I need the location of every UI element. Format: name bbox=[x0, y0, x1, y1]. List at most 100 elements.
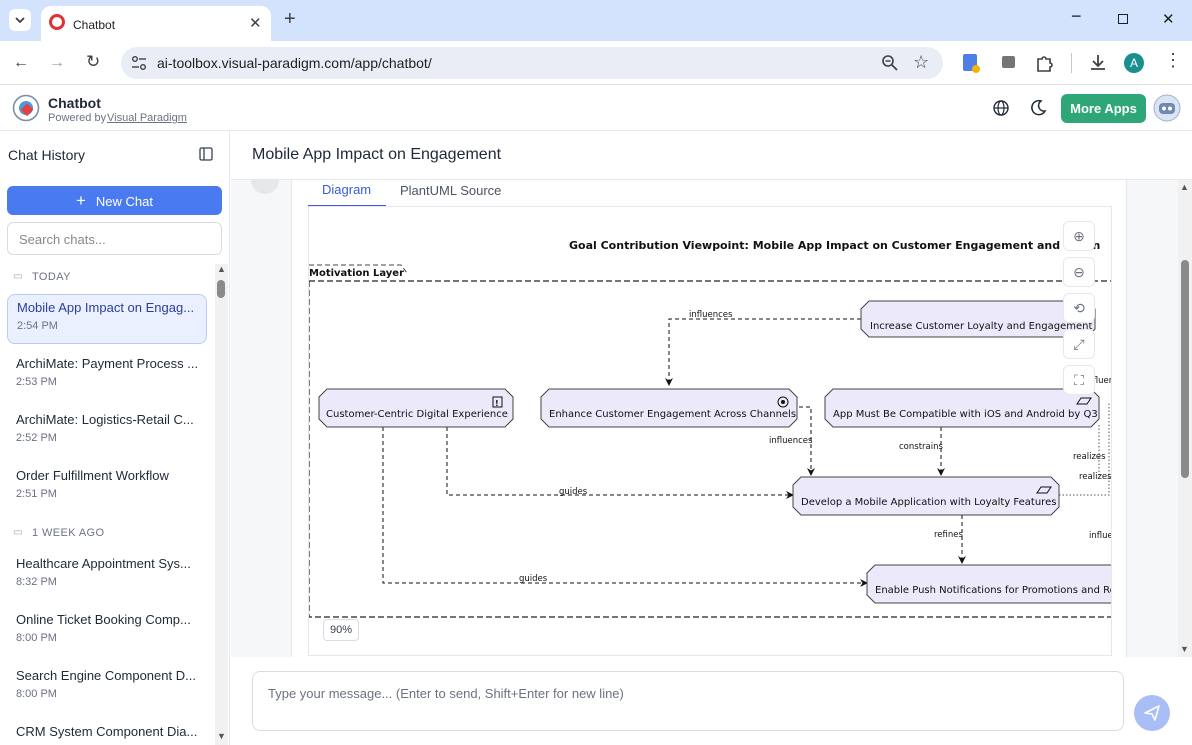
bookmark-star-icon[interactable]: ☆ bbox=[913, 52, 929, 73]
edge-label: guides bbox=[559, 487, 588, 497]
minimize-icon[interactable]: − bbox=[1071, 6, 1082, 27]
scroll-up-icon[interactable]: ▲ bbox=[1180, 182, 1189, 192]
chat-history-sidebar: Chat History +New Chat Search chats... ▭… bbox=[0, 131, 230, 745]
chat-item[interactable]: ArchiMate: Logistics-Retail C... 2:52 PM bbox=[7, 407, 207, 457]
chat-time: 2:52 PM bbox=[16, 432, 57, 444]
forward-icon[interactable]: → bbox=[49, 55, 65, 71]
edge-guides-1 bbox=[447, 427, 793, 495]
node-push-notifications: Enable Push Notifications for Promotions… bbox=[867, 565, 1112, 603]
send-icon bbox=[1134, 695, 1170, 731]
browser-toolbar: ← → ↻ ai-toolbox.visual-paradigm.com/app… bbox=[0, 41, 1192, 85]
group-label-today: TODAY bbox=[32, 271, 71, 283]
new-chat-button[interactable]: + New Chat bbox=[7, 186, 222, 215]
svg-text:App Must Be Compatible with iO: App Must Be Compatible with iOS and Andr… bbox=[833, 409, 1098, 420]
edge-label: guides bbox=[519, 574, 548, 584]
reload-icon[interactable]: ↻ bbox=[86, 54, 100, 70]
sidebar-scrollbar[interactable]: ▲ ▼ bbox=[215, 264, 228, 745]
main-scrollbar[interactable]: ▲ ▼ bbox=[1178, 180, 1192, 657]
app-logo-icon bbox=[12, 94, 40, 122]
chat-time: 8:32 PM bbox=[16, 576, 57, 588]
download-icon[interactable] bbox=[1088, 52, 1108, 72]
chat-item[interactable]: Online Ticket Booking Comp... 8:00 PM bbox=[7, 607, 207, 657]
extensions-puzzle-icon[interactable] bbox=[1034, 53, 1054, 73]
url-text: ai-toolbox.visual-paradigm.com/app/chatb… bbox=[157, 55, 432, 71]
profile-avatar[interactable]: A bbox=[1124, 53, 1144, 73]
assistant-avatar bbox=[251, 179, 279, 194]
site-info-icon[interactable] bbox=[130, 54, 148, 72]
visual-paradigm-link[interactable]: Visual Paradigm bbox=[107, 112, 187, 124]
chat-item[interactable]: CRM System Component Dia... bbox=[7, 719, 207, 745]
chat-time: 8:00 PM bbox=[16, 632, 57, 644]
diagram-title: Goal Contribution Viewpoint: Mobile App … bbox=[569, 239, 1100, 252]
tab-plantuml-source[interactable]: PlantUML Source bbox=[400, 183, 501, 198]
back-icon[interactable]: ← bbox=[13, 55, 29, 71]
close-tab-icon[interactable]: ✕ bbox=[249, 14, 262, 32]
dark-mode-moon-icon[interactable] bbox=[1029, 99, 1047, 117]
zoom-icon[interactable] bbox=[881, 54, 899, 72]
calendar-icon: ▭ bbox=[13, 527, 22, 538]
address-bar[interactable]: ai-toolbox.visual-paradigm.com/app/chatb… bbox=[121, 47, 943, 79]
collapse-sidebar-icon[interactable] bbox=[199, 147, 213, 161]
app-name: Chatbot bbox=[48, 95, 101, 111]
diagram-viewer[interactable]: Goal Contribution Viewpoint: Mobile App … bbox=[308, 206, 1112, 656]
powered-by-text: Powered by bbox=[48, 112, 106, 124]
fit-to-screen-button[interactable]: ⤢ bbox=[1063, 329, 1095, 359]
new-tab-icon[interactable]: + bbox=[284, 8, 296, 31]
plus-icon: + bbox=[76, 191, 86, 210]
chat-item[interactable]: Search Engine Component D... 8:00 PM bbox=[7, 663, 207, 713]
browser-tab[interactable]: Chatbot ✕ bbox=[41, 6, 271, 41]
node-enhance-engagement: Enhance Customer Engagement Across Chann… bbox=[541, 389, 797, 427]
maximize-icon[interactable] bbox=[1118, 14, 1128, 24]
chat-item[interactable]: Order Fulfillment Workflow 2:51 PM bbox=[7, 463, 207, 513]
scrollbar-thumb[interactable] bbox=[217, 280, 225, 298]
search-chats-input[interactable]: Search chats... bbox=[7, 222, 222, 255]
chat-time: 8:00 PM bbox=[16, 688, 57, 700]
send-button[interactable] bbox=[1134, 695, 1170, 731]
archimate-diagram: Goal Contribution Viewpoint: Mobile App … bbox=[309, 207, 1112, 656]
chat-item[interactable]: Healthcare Appointment Sys... 8:32 PM bbox=[7, 551, 207, 601]
reset-view-button[interactable]: ⟲ bbox=[1063, 293, 1095, 323]
chat-title: CRM System Component Dia... bbox=[16, 724, 198, 739]
app-header: Chatbot Powered by Visual Paradigm More … bbox=[0, 86, 1192, 131]
svg-text:!: ! bbox=[495, 399, 499, 408]
extension-icon[interactable] bbox=[963, 54, 977, 71]
more-apps-button[interactable]: More Apps bbox=[1061, 94, 1146, 123]
node-loyalty-goal: Increase Customer Loyalty and Engagement bbox=[861, 301, 1095, 337]
toolbar-divider bbox=[1071, 53, 1072, 73]
edge-label: influe bbox=[1089, 531, 1112, 541]
conversation-title: Mobile App Impact on Engagement bbox=[252, 146, 501, 164]
visual-paradigm-favicon bbox=[49, 14, 65, 30]
calendar-icon: ▭ bbox=[13, 271, 22, 282]
new-chat-label: New Chat bbox=[96, 194, 153, 209]
svg-text:Enable Push Notifications for: Enable Push Notifications for Promotions… bbox=[875, 585, 1112, 596]
close-window-icon[interactable]: ✕ bbox=[1162, 10, 1175, 28]
tab-search-button[interactable] bbox=[9, 9, 31, 31]
chat-time: 2:53 PM bbox=[16, 376, 57, 388]
chat-item[interactable]: ArchiMate: Payment Process ... 2:53 PM bbox=[7, 351, 207, 401]
scrollbar-thumb[interactable] bbox=[1181, 260, 1189, 478]
browser-menu-icon[interactable]: ⋮ bbox=[1164, 51, 1182, 69]
svg-text:Develop a Mobile Application w: Develop a Mobile Application with Loyalt… bbox=[801, 497, 1056, 508]
chat-item[interactable]: Mobile App Impact on Engag... 2:54 PM bbox=[7, 294, 207, 344]
zoom-in-button[interactable]: ⊕ bbox=[1063, 221, 1095, 251]
group-label-week: 1 WEEK AGO bbox=[32, 527, 104, 539]
layer-label: Motivation Layer bbox=[309, 268, 404, 279]
zoom-out-button[interactable]: ⊖ bbox=[1063, 257, 1095, 287]
browser-tab-bar: Chatbot ✕ + − ✕ bbox=[0, 0, 1192, 41]
chat-title: Order Fulfillment Workflow bbox=[16, 468, 198, 483]
zoom-level-badge: 90% bbox=[323, 619, 359, 641]
tab-diagram[interactable]: Diagram bbox=[322, 182, 371, 197]
message-input[interactable]: Type your message... (Enter to send, Shi… bbox=[252, 671, 1124, 731]
scroll-up-icon[interactable]: ▲ bbox=[217, 264, 226, 274]
language-globe-icon[interactable] bbox=[992, 99, 1010, 117]
chat-title: ArchiMate: Payment Process ... bbox=[16, 356, 198, 371]
edge-label: influences bbox=[769, 436, 813, 446]
fullscreen-button[interactable]: ⛶ bbox=[1063, 365, 1095, 395]
svg-text:Customer-Centric Digital Exper: Customer-Centric Digital Experience bbox=[326, 409, 508, 420]
chat-extension-icon[interactable] bbox=[1002, 56, 1015, 68]
bot-avatar-icon[interactable] bbox=[1153, 94, 1181, 122]
node-compatibility-constraint: App Must Be Compatible with iOS and Andr… bbox=[825, 389, 1099, 427]
scroll-down-icon[interactable]: ▼ bbox=[217, 731, 226, 741]
scroll-down-icon[interactable]: ▼ bbox=[1180, 644, 1189, 654]
edge-label: realizes bbox=[1079, 472, 1112, 482]
